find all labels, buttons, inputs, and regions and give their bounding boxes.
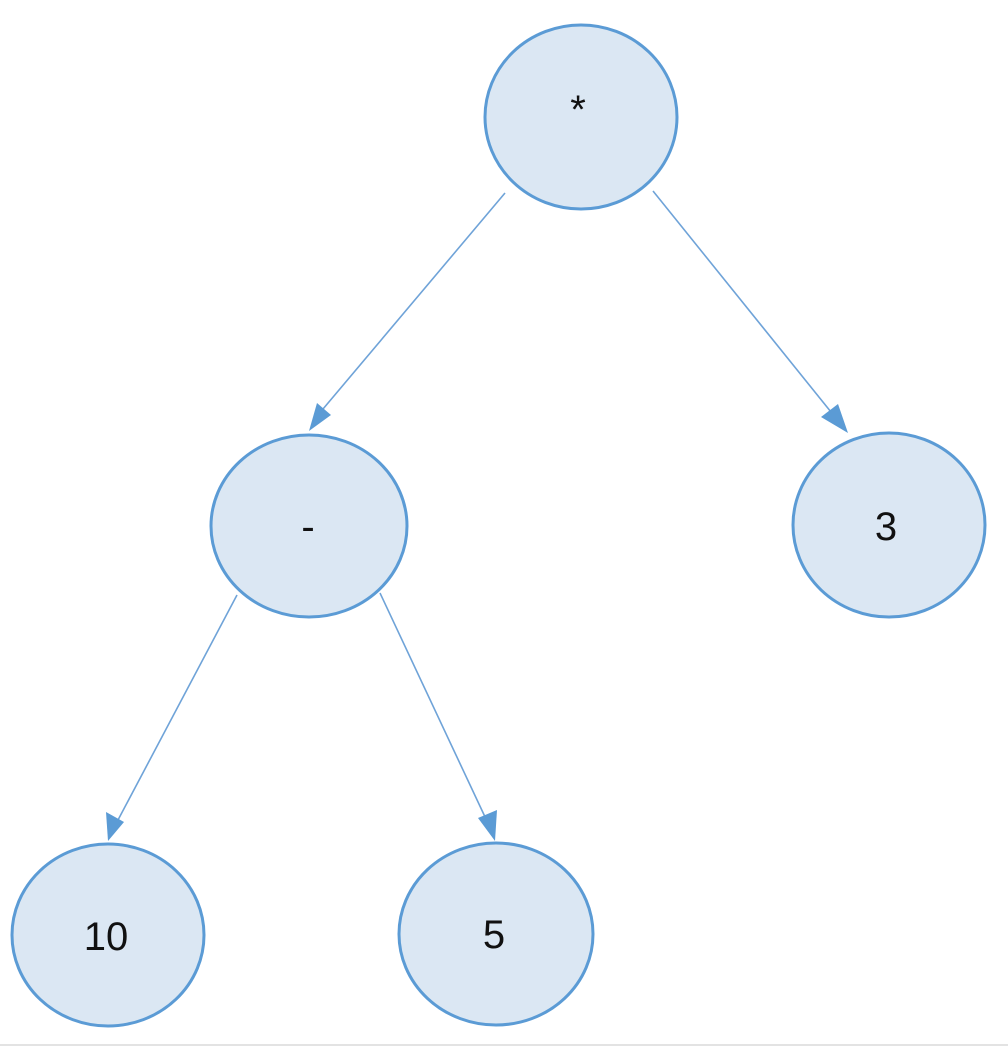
- node-label-root: *: [570, 88, 586, 132]
- edge-root-to-minus: [309, 192, 506, 431]
- edge-root-to-three: [652, 190, 848, 433]
- node-label-minus: -: [301, 505, 314, 549]
- node-label-five: 5: [483, 913, 505, 957]
- arrowhead: [106, 812, 124, 841]
- edge-minus-to-ten: [106, 594, 238, 841]
- arrowhead: [821, 404, 848, 433]
- node-label-ten: 10: [84, 915, 129, 959]
- tree-edges: [106, 190, 848, 841]
- arrowhead: [309, 403, 331, 431]
- tree-node-root: *: [483, 23, 679, 211]
- tree-node-ten: 10: [10, 842, 206, 1028]
- node-label-three: 3: [875, 505, 897, 549]
- tree-node-five: 5: [397, 841, 595, 1027]
- edge-minus-to-five: [379, 592, 497, 841]
- tree-node-minus: -: [209, 433, 409, 619]
- arrowhead: [478, 810, 497, 841]
- tree-node-three: 3: [791, 431, 987, 619]
